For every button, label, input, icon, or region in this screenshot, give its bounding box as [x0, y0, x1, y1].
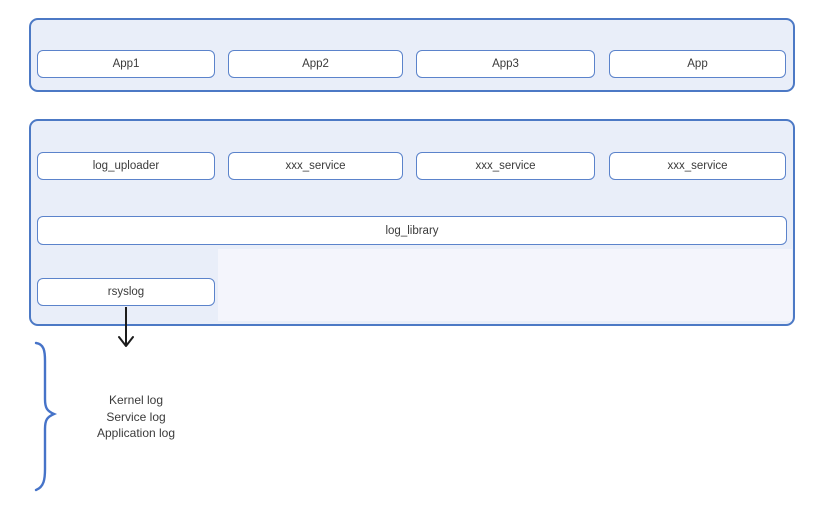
log-types-note: Kernel log Service log Application log: [66, 392, 206, 442]
app1-box: App1: [37, 50, 215, 78]
xxx-service-box: xxx_service: [416, 152, 595, 180]
rsyslog-box: rsyslog: [37, 278, 215, 306]
xxx-service-box: xxx_service: [228, 152, 403, 180]
app-layer-container: App1 App2 App3 App: [29, 18, 795, 92]
app-box: App: [609, 50, 786, 78]
app2-box: App2: [228, 50, 403, 78]
curly-brace-icon: [34, 341, 58, 492]
app3-box: App3: [416, 50, 595, 78]
down-arrow-icon: [118, 307, 134, 347]
xxx-service-box: xxx_service: [609, 152, 786, 180]
log-note-line: Application log: [96, 426, 176, 440]
log-note-line: Kernel log: [108, 393, 164, 407]
log-library-box: log_library: [37, 216, 787, 245]
service-layer-container: log_uploader xxx_service xxx_service xxx…: [29, 119, 795, 326]
service-layer-sub-panel: [218, 249, 792, 321]
log-note-line: Service log: [106, 409, 166, 424]
log-uploader-box: log_uploader: [37, 152, 215, 180]
